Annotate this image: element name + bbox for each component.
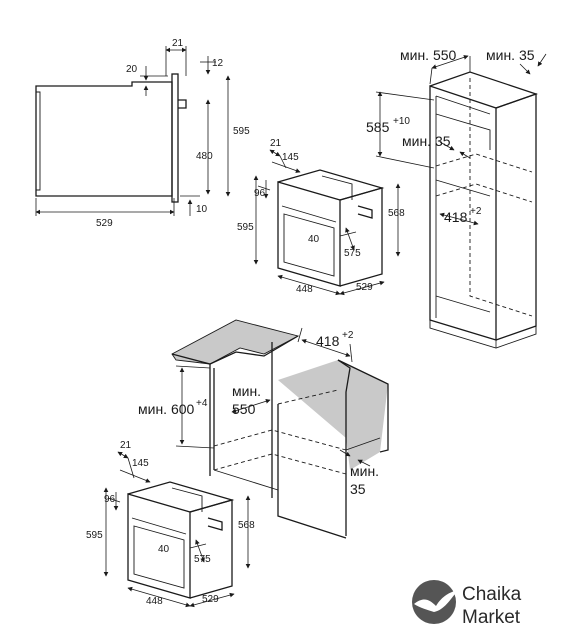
cabinet-min35-mid: мин. 35 bbox=[402, 133, 451, 149]
side-dim-10: 10 bbox=[196, 204, 208, 215]
side-dim-12: 12 bbox=[212, 58, 224, 69]
side-dim-595: 595 bbox=[233, 126, 250, 137]
oven-top-dim-448: 448 bbox=[296, 284, 313, 295]
oven-top-dim-595: 595 bbox=[237, 222, 254, 233]
under-min35-b: 35 bbox=[350, 481, 366, 497]
oven-bottom-dim-595: 595 bbox=[86, 530, 103, 541]
under-counter bbox=[171, 319, 389, 539]
oven-bottom-dim-529: 529 bbox=[202, 594, 219, 605]
under-418-tol: +2 bbox=[342, 330, 354, 341]
oven-bottom-dim-145: 145 bbox=[132, 458, 149, 469]
under-418: 418 bbox=[316, 333, 340, 349]
under-min550-a: мин. bbox=[232, 383, 261, 399]
oven-bottom-dim-568: 568 bbox=[238, 520, 255, 531]
oven-top-dim-529: 529 bbox=[356, 282, 373, 293]
under-min600-tol: +4 bbox=[196, 398, 208, 409]
side-dim-480: 480 bbox=[196, 151, 213, 162]
chaika-logo bbox=[412, 580, 458, 624]
oven-top-dim-96: 96 bbox=[254, 188, 266, 199]
cabinet-min35-top: мин. 35 bbox=[486, 47, 535, 63]
oven-top-dim-40: 40 bbox=[308, 234, 320, 245]
cabinet-min550: мин. 550 bbox=[400, 47, 457, 63]
logo-line2: Market bbox=[462, 607, 521, 628]
oven-bottom-dim-448: 448 bbox=[146, 596, 163, 607]
side-dim-20: 20 bbox=[126, 64, 138, 75]
seagull-icon bbox=[412, 580, 456, 624]
under-min550-b: 550 bbox=[232, 401, 256, 417]
oven-bottom-dim-575: 575 bbox=[194, 554, 211, 565]
oven-bottom-dim-21: 21 bbox=[120, 440, 132, 451]
side-view bbox=[35, 46, 231, 216]
side-dim-21: 21 bbox=[172, 38, 184, 49]
cabinet-585-tol: +10 bbox=[393, 116, 410, 127]
oven-bottom-dim-96: 96 bbox=[104, 494, 116, 505]
cabinet-585: 585 bbox=[366, 119, 390, 135]
oven-top-dim-21: 21 bbox=[270, 138, 282, 149]
cabinet-418: 418 bbox=[444, 209, 468, 225]
oven-top-dim-575: 575 bbox=[344, 248, 361, 259]
oven-bottom-dim-40: 40 bbox=[158, 544, 170, 555]
oven-iso-bottom bbox=[103, 451, 251, 608]
tall-cabinet bbox=[375, 53, 547, 349]
cabinet-418-tol: +2 bbox=[470, 206, 482, 217]
under-min600: мин. 600 bbox=[138, 401, 195, 417]
under-min35-a: мин. bbox=[350, 463, 379, 479]
oven-top-dim-145: 145 bbox=[282, 152, 299, 163]
side-dim-529: 529 bbox=[96, 218, 113, 229]
oven-top-dim-568: 568 bbox=[388, 208, 405, 219]
oven-iso-top bbox=[253, 149, 401, 296]
logo-line1: Chaika bbox=[462, 584, 522, 605]
